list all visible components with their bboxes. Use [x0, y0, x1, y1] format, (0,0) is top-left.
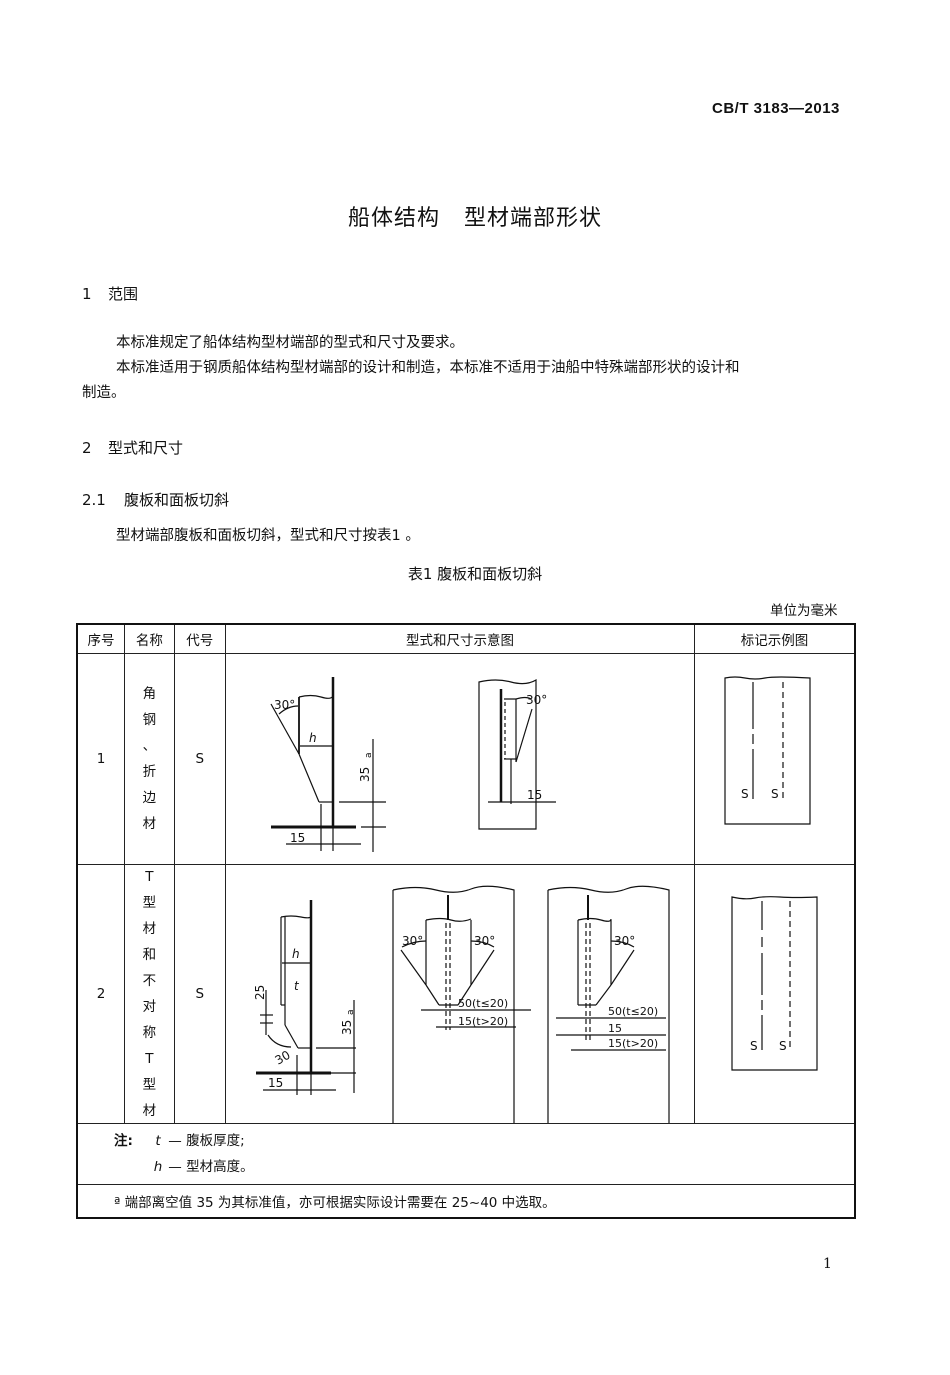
page-title: 船体结构型材端部形状	[0, 200, 950, 232]
dim-25-label: 25	[253, 985, 267, 1000]
mark-cell-tbar: S S	[693, 864, 856, 1124]
clearance-mark: a	[364, 752, 374, 758]
h-label: h	[309, 731, 317, 745]
header-code: 代号	[173, 623, 226, 654]
row-name: 角 钢 、 折 边 材	[124, 653, 175, 865]
note-t: 注:t — 腹板厚度;	[114, 1133, 245, 1149]
title-part-1: 船体结构	[347, 206, 440, 231]
scope-paragraph-1: 本标准规定了船体结构型材端部的型式和尺寸及要求。	[116, 335, 464, 351]
diagram-cell-tbar: h t 25 30 35 a 15 30° 30° 50(t≤20) 15(t>…	[224, 864, 695, 1124]
notes-row: 注:t — 腹板厚度; h — 型材高度。	[76, 1123, 856, 1185]
header-mark: 标记示例图	[693, 623, 856, 654]
table-caption: 表1 腹板和面板切斜	[407, 565, 543, 583]
t-bar-diagram: h t 25 30 35 a 15 30° 30° 50(t≤20) 15(t>…	[253, 885, 670, 1123]
mark-s-dashed: S	[771, 787, 779, 801]
header-name: 名称	[124, 623, 175, 654]
angle-label-2: 30°	[526, 693, 547, 707]
title-part-2: 型材端部形状	[464, 206, 603, 231]
table-header-row: 序号 名称 代号 型式和尺寸示意图 标记示例图	[76, 623, 856, 654]
offset-label-2: 15	[527, 788, 542, 802]
spec-table: 序号 名称 代号 型式和尺寸示意图 标记示例图 1 角 钢 、 折 边 材 S	[76, 623, 856, 1219]
clearance-label: 35	[358, 767, 372, 782]
dim-50-label-c: 50(t≤20)	[608, 1005, 658, 1018]
mark-s-solid: S	[750, 1039, 758, 1053]
dim-15-label-c: 15(t>20)	[608, 1037, 658, 1050]
dim-15-label: 15(t>20)	[458, 1015, 508, 1028]
mark-s-dashed: S	[779, 1039, 787, 1053]
page-number: 1	[823, 1256, 832, 1272]
header-no: 序号	[76, 623, 126, 654]
clearance-mark: a	[346, 1009, 356, 1015]
angle-label-c: 30°	[614, 934, 635, 948]
angle-label: 30°	[274, 698, 295, 712]
diagram-cell-angle: 30° h 35 a 15 30° 15	[224, 653, 695, 865]
section-2-1-paragraph: 型材端部腹板和面板切斜，型式和尺寸按表1 。	[116, 528, 420, 544]
standard-code: CB/T 3183—2013	[712, 100, 840, 117]
table-row: 2 T 型 材 和 不 对 称 T 型 材 S	[76, 864, 856, 1124]
row-code: S	[173, 864, 226, 1124]
angle-mark-diagram: S S	[724, 676, 811, 825]
dim-50-label: 50(t≤20)	[458, 997, 508, 1010]
note-h: h — 型材高度。	[153, 1159, 254, 1175]
row-number: 1	[76, 653, 126, 865]
dim-15b-label-c: 15	[608, 1022, 622, 1035]
h-label: h	[292, 947, 300, 961]
footnote-row: ª 端部离空值 35 为其标准值，亦可根据实际设计需要在 25~40 中选取。	[76, 1184, 856, 1219]
table-unit: 单位为毫米	[770, 603, 838, 619]
t-bar-mark-diagram: S S	[731, 896, 818, 1071]
table-row: 1 角 钢 、 折 边 材 S	[76, 653, 856, 865]
row-number: 2	[76, 864, 126, 1124]
angle-right-label: 30°	[474, 934, 495, 948]
scope-paragraph-2: 本标准适用于钢质船体结构型材端部的设计和制造，本标准不适用于油船中特殊端部形状的…	[82, 360, 740, 401]
angle-left-label: 30°	[402, 934, 423, 948]
offset-label: 15	[290, 831, 305, 845]
header-diagram: 型式和尺寸示意图	[224, 623, 695, 654]
row-code: S	[173, 653, 226, 865]
footnote: ª 端部离空值 35 为其标准值，亦可根据实际设计需要在 25~40 中选取。	[76, 1184, 856, 1219]
row-name: T 型 材 和 不 对 称 T 型 材	[124, 864, 175, 1124]
clearance-label: 35	[340, 1020, 354, 1035]
mark-s-solid: S	[741, 787, 749, 801]
angle-steel-diagram: 30° h 35 a 15 30° 15	[270, 677, 556, 852]
mark-cell-angle: S S	[693, 653, 856, 865]
t-label: t	[294, 979, 300, 993]
offset-label: 15	[268, 1076, 283, 1090]
angle-label: 30	[272, 1048, 292, 1068]
